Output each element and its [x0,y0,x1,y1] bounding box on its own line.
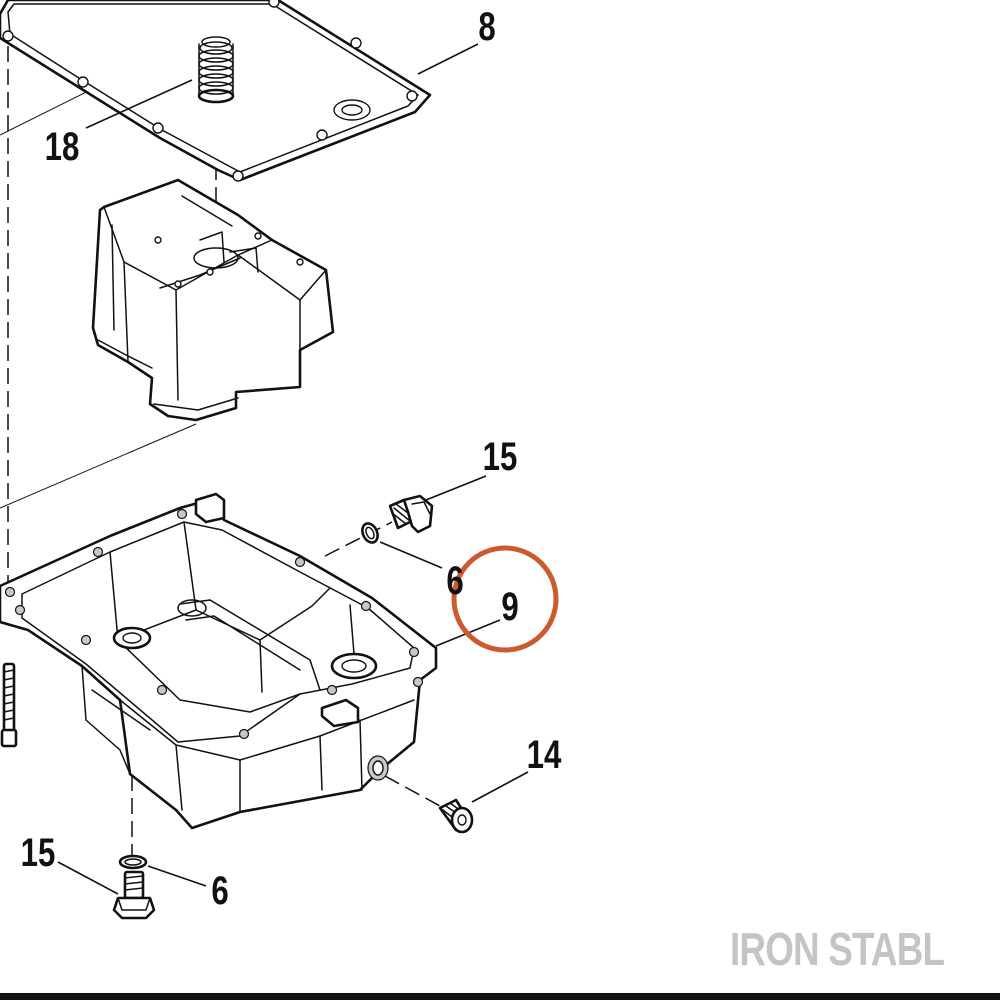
assembly-axis-upper-plug [324,521,393,557]
callout-9: 9 [501,584,518,629]
o-ring-lower-part-6 [118,854,148,870]
leader-14 [471,771,529,803]
leader-15-upper [425,475,487,501]
callout-6-lower: 6 [211,868,228,913]
watermark-logo: IRON STABLE [730,923,946,975]
callout-8: 8 [478,4,495,49]
bottom-border [0,993,1000,1000]
drain-plug-lower-part-15 [112,870,156,920]
oil-pan-part-9 [0,492,438,830]
leader-6-upper [379,541,443,569]
drain-plug-upper-part-15 [388,494,434,534]
callout-14: 14 [527,732,562,777]
callout-15-lower: 15 [21,830,56,875]
pan-bolt [0,662,18,748]
highlight-circle [451,545,559,653]
callout-6-upper: 6 [446,558,463,603]
guide-line-mid [0,423,197,509]
assembly-axis-side-plug [384,775,441,807]
oil-pickup-baffle [91,178,335,422]
callout-15-upper: 15 [483,434,518,479]
o-ring-upper-part-6 [361,522,379,544]
leader-18 [85,79,193,129]
spring-part-18 [197,36,235,104]
leader-8 [417,43,479,75]
callout-18: 18 [45,124,80,169]
leader-15-lower [57,861,119,895]
leader-6-lower [147,865,207,887]
side-plug-part-14 [438,798,474,834]
